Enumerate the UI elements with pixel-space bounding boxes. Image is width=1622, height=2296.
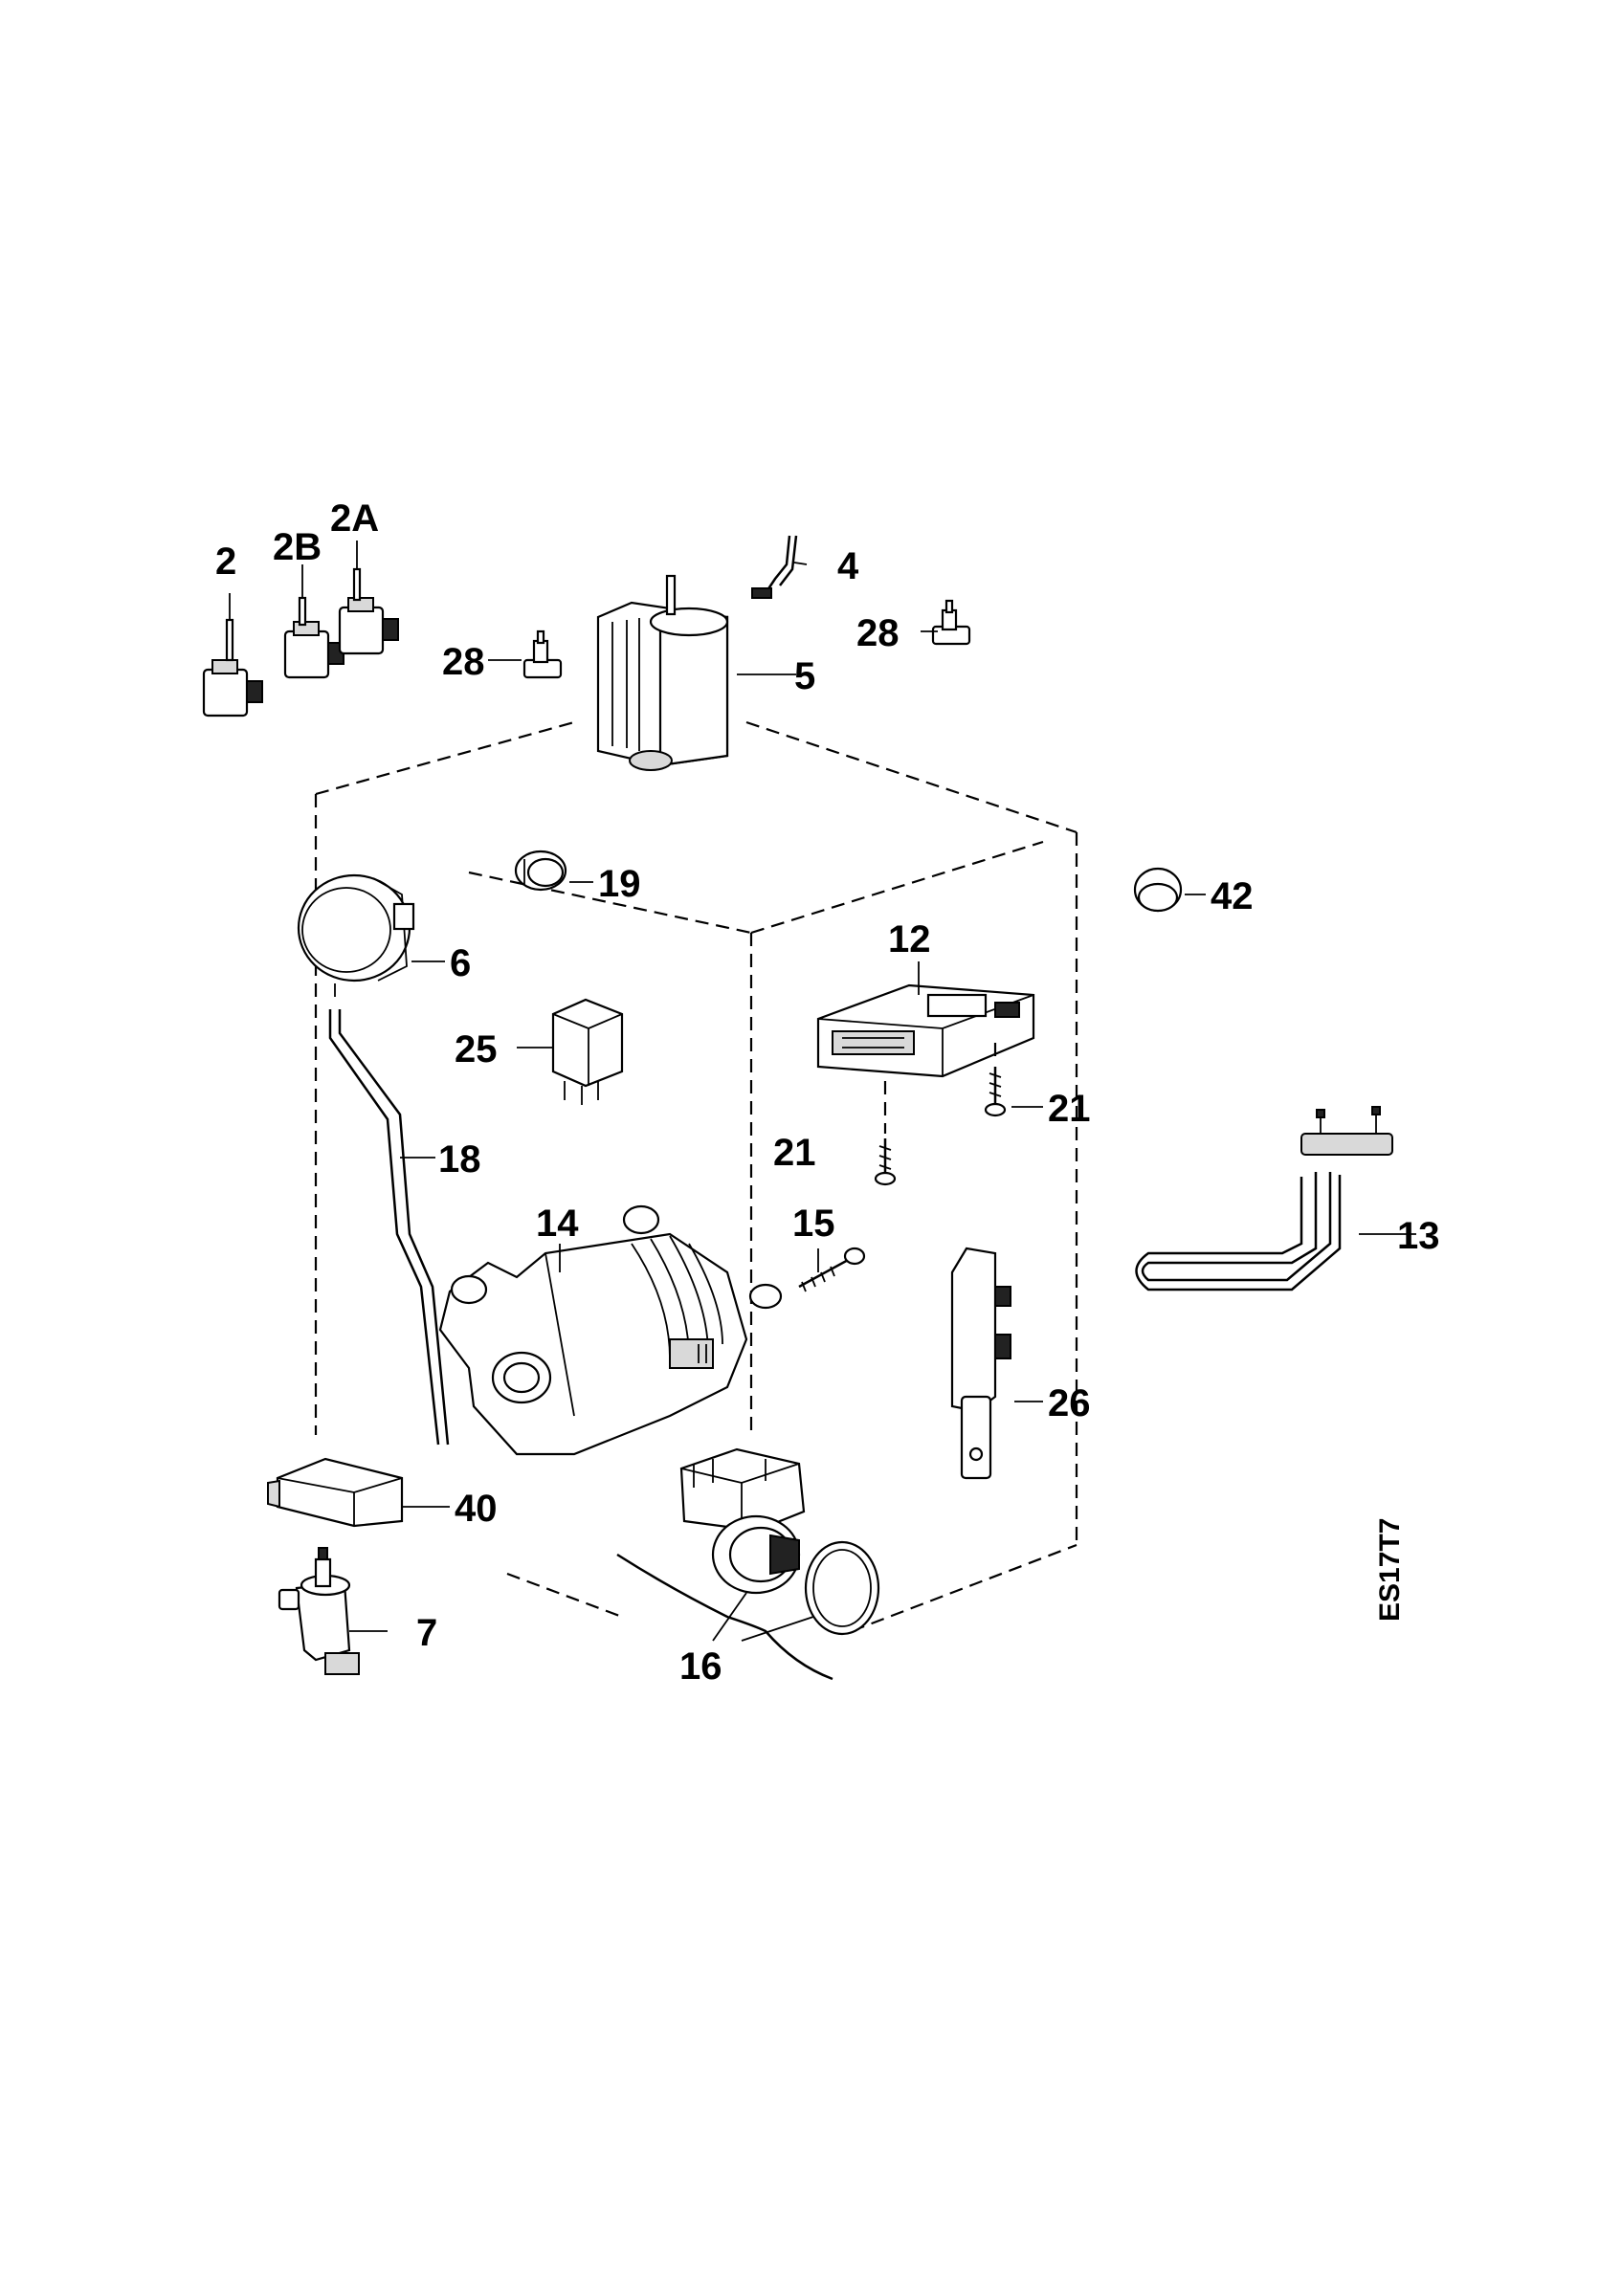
part-switch-2 [202,593,263,718]
part-heating-element-13 [1135,1106,1393,1292]
part-sensor-4 [751,535,798,599]
label-12: 12 [888,918,931,960]
part-plug-42 [1133,867,1183,913]
break-line [616,1553,833,1681]
part-grommet-19 [514,850,567,892]
part-valve-7 [278,1547,360,1675]
label-25: 25 [455,1028,498,1071]
label-5: 5 [794,655,815,697]
label-28-left: 28 [442,641,485,683]
part-hose-18 [328,1009,450,1446]
label-2a: 2A [330,497,379,540]
label-40: 40 [455,1488,498,1530]
part-sensor-26 [950,1247,1011,1480]
label-15: 15 [792,1203,835,1245]
label-21-left: 21 [773,1132,816,1174]
label-16: 16 [679,1645,722,1688]
part-door-lock-12 [816,983,1035,1078]
part-relay-25 [551,998,624,1105]
label-4: 4 [837,545,859,587]
part-bolt-15 [798,1247,866,1292]
label-18: 18 [438,1138,481,1181]
label-2b: 2B [273,526,322,568]
cabinet-outline [314,720,1078,1633]
part-switch-2a [338,541,399,655]
part-switch-2b [283,564,344,679]
part-connector-28-left [522,629,563,679]
label-6: 6 [450,942,471,984]
label-21-right: 21 [1048,1088,1091,1130]
label-28-right: 28 [856,612,900,654]
label-2: 2 [215,541,236,583]
part-motor-14 [438,1204,783,1456]
drawing-code: ES17T7 [1374,1518,1406,1622]
label-26: 26 [1048,1382,1091,1424]
part-screw-21-right [984,1043,1007,1117]
part-connector-28-right [931,599,971,646]
part-pressure-switch-6 [297,873,415,997]
label-14: 14 [536,1203,579,1245]
leader-lines [349,562,1416,1642]
label-42: 42 [1211,875,1254,917]
part-timer-5 [596,574,729,771]
part-drain-pump-16 [679,1447,880,1636]
label-19: 19 [598,863,641,905]
part-screw-21-left [874,1081,897,1186]
label-13: 13 [1397,1215,1440,1257]
label-7: 7 [416,1612,437,1654]
part-bracket-40 [267,1457,404,1528]
